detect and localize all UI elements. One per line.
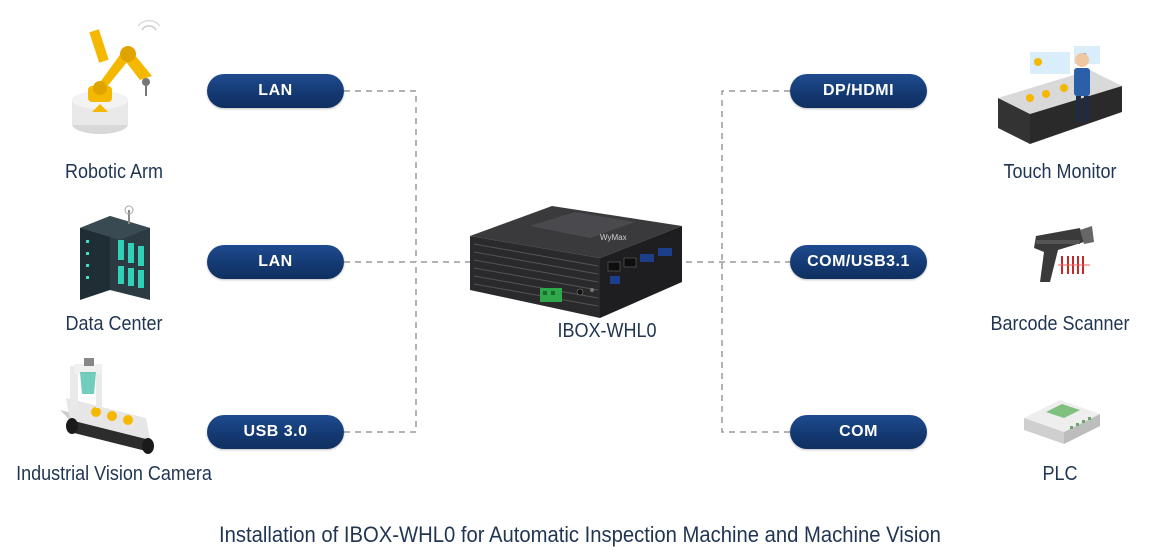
connector-lines — [344, 90, 790, 433]
port-pill-com: COM — [790, 415, 927, 449]
device-label-plc: PLC — [1042, 463, 1078, 485]
device-label-data-center: Data Center — [65, 313, 163, 335]
vision-camera-icon — [60, 358, 154, 454]
data-center-icon — [80, 205, 150, 300]
device-label-vision-camera: Industrial Vision Camera — [16, 463, 212, 485]
ibox-device-icon: WyMax — [470, 206, 682, 318]
port-pill-dp-hdmi: DP/HDMI — [790, 74, 927, 108]
connector-right-top — [721, 90, 790, 262]
connector-right-bottom — [721, 262, 790, 433]
barcode-scanner-icon — [1034, 226, 1094, 282]
device-label-barcode-scanner: Barcode Scanner — [990, 313, 1130, 335]
device-label-touch-monitor: Touch Monitor — [1003, 161, 1117, 183]
device-label-robotic-arm: Robotic Arm — [64, 161, 164, 183]
port-pill-usb-camera: USB 3.0 — [207, 415, 344, 449]
touch-monitor-icon — [998, 46, 1122, 144]
robotic-arm-icon — [72, 19, 161, 134]
connector-left-bottom — [344, 262, 417, 433]
port-pill-lan-data-center: LAN — [207, 245, 344, 279]
connector-left-top — [344, 90, 417, 262]
plc-icon — [1024, 400, 1100, 444]
center-device-label: IBOX-WHL0 — [557, 320, 657, 342]
port-pill-lan-robotic-arm: LAN — [207, 74, 344, 108]
diagram-caption: Installation of IBOX-WHL0 for Automatic … — [219, 522, 941, 547]
brand-text: WyMax — [600, 233, 627, 242]
port-pill-com-usb: COM/USB3.1 — [790, 245, 927, 279]
